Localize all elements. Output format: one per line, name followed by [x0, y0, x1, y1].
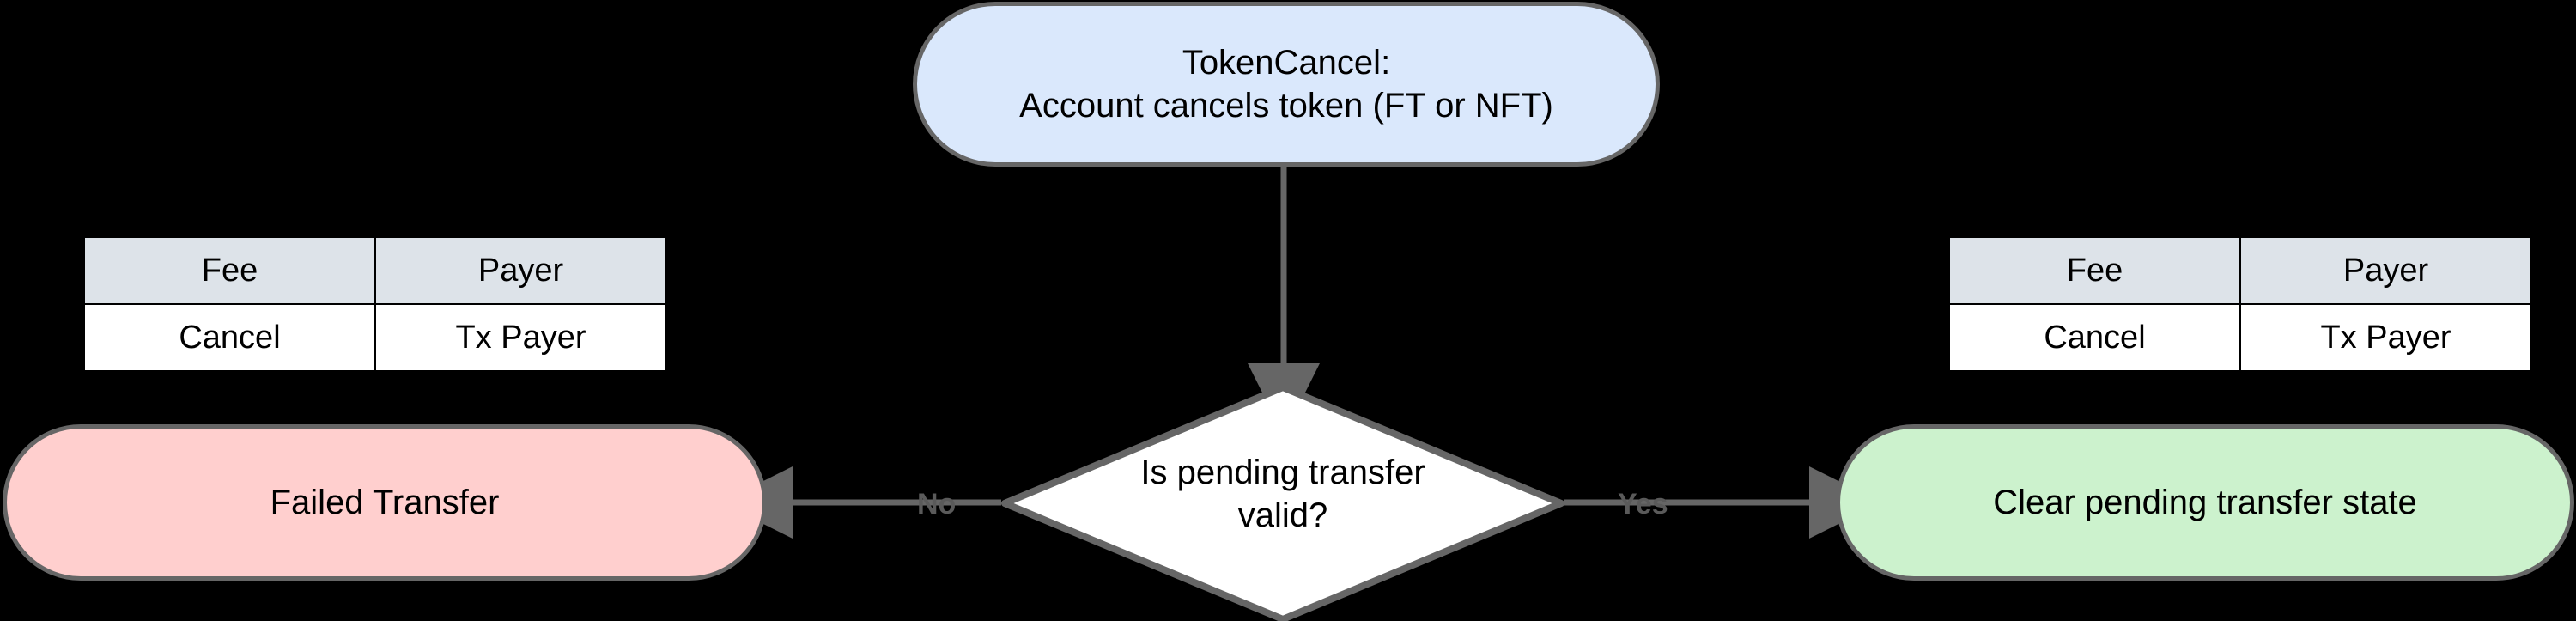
edge-label-yes: Yes [1618, 488, 1668, 521]
edge-label-no: No [917, 488, 957, 521]
node-failed-transfer[interactable]: Failed Transfer [3, 424, 767, 581]
fee-table-left: Fee Payer Cancel Tx Payer [83, 236, 667, 372]
table-header-row: Fee Payer [83, 236, 667, 305]
table-row: Cancel Tx Payer [1948, 303, 2532, 372]
fee-table-left-cell-payer: Tx Payer [374, 303, 667, 372]
start-node-line-1: TokenCancel: [1182, 44, 1391, 82]
fee-table-right-header-fee: Fee [1948, 236, 2241, 305]
fee-table-left-header-fee: Fee [83, 236, 376, 305]
fee-table-left-cell-fee: Cancel [83, 303, 376, 372]
start-node-text: TokenCancel: Account cancels token (FT o… [1019, 41, 1553, 127]
clear-node-label: Clear pending transfer state [1993, 484, 2417, 521]
node-clear-pending-transfer-state[interactable]: Clear pending transfer state [1836, 424, 2574, 581]
node-decision-pending-transfer-valid[interactable]: Is pending transfer valid? [1001, 384, 1564, 621]
fee-table-right-cell-fee: Cancel [1948, 303, 2241, 372]
fee-table-right: Fee Payer Cancel Tx Payer [1948, 236, 2532, 372]
diamond-shape [1001, 384, 1564, 621]
fee-table-right-header-payer: Payer [2239, 236, 2532, 305]
node-token-cancel-start[interactable]: TokenCancel: Account cancels token (FT o… [913, 2, 1660, 167]
fee-table-right-cell-payer: Tx Payer [2239, 303, 2532, 372]
failed-node-label: Failed Transfer [270, 484, 500, 521]
table-row: Cancel Tx Payer [83, 303, 667, 372]
fee-table-left-header-payer: Payer [374, 236, 667, 305]
table-header-row: Fee Payer [1948, 236, 2532, 305]
start-node-line-2: Account cancels token (FT or NFT) [1019, 87, 1553, 125]
